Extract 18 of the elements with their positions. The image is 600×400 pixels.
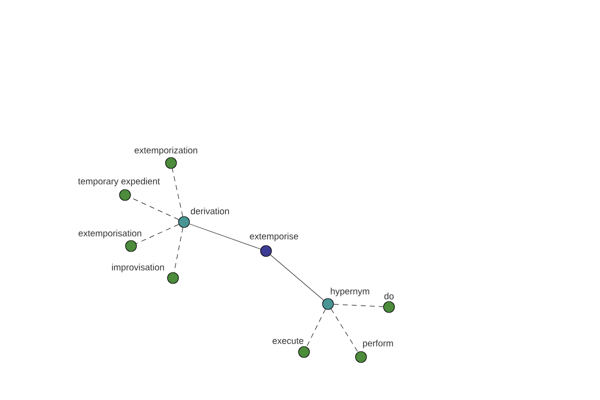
node-label: execute [272,338,304,344]
node-label: extemporization [134,146,198,156]
connector-line [306,308,326,348]
node-label: temporary expedient [78,178,160,186]
connector-line [136,224,179,244]
connector-line [330,308,358,352]
node-label: improvisation [112,264,164,272]
connector-line [334,304,384,307]
connector-line [270,254,324,300]
node-label: perform [363,340,393,348]
node-label: derivation [190,208,229,214]
connector-line [172,168,183,217]
node-label: extemporisation [78,230,142,238]
connector-line [174,227,184,273]
node-label: do [384,292,394,300]
node-label: extemporise [250,232,298,242]
connector-line [189,224,261,250]
node-label: hypernym [330,288,370,296]
